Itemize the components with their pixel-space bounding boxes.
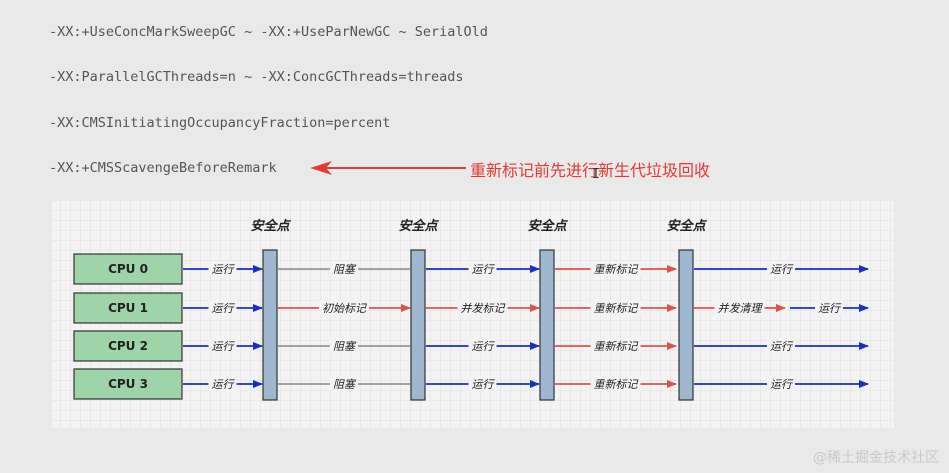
safepoint-bar-0 — [262, 249, 278, 401]
cpu-label-2: CPU 2 — [108, 339, 148, 353]
segment-label-bg-r2-s4 — [767, 338, 795, 353]
segment-label-r0-s3: 重新标记 — [594, 263, 639, 276]
segment-label-bg-r0-s3 — [590, 261, 641, 276]
cpu-box-2 — [73, 330, 183, 362]
segment-label-bg-r1-s1 — [319, 300, 369, 315]
cpu-label-1: CPU 1 — [108, 301, 148, 315]
segment-label-bg-r1-s0 — [208, 300, 237, 315]
code-line-4: -XX:+CMSScavengeBeforeRemark — [49, 160, 277, 176]
segment-label-bg-r0-s2 — [468, 261, 497, 276]
segment-label-r3-s2: 运行 — [472, 378, 496, 391]
safepoint-bar-3 — [678, 249, 694, 401]
segment-label-r1-s2: 并发标记 — [461, 302, 506, 315]
segment-label-r0-s4: 运行 — [770, 263, 794, 276]
segment-label-bg-r2-s1 — [330, 338, 358, 353]
segment-label-bg-r0-s0 — [208, 261, 237, 276]
segment-label-r1-s4: 并发清理 — [718, 302, 764, 315]
annotation-arrow-head — [310, 161, 332, 175]
segment-label-r2-s3: 重新标记 — [594, 340, 639, 353]
segment-label-bg-r1-s3 — [590, 300, 641, 315]
segment-label-r1-s3: 重新标记 — [594, 302, 639, 315]
segment-label-r0-s2: 运行 — [472, 263, 496, 276]
segment-label-bg-r2-s0 — [208, 338, 237, 353]
cpu-box-1 — [73, 292, 183, 324]
segment-label-r1-s0: 运行 — [212, 302, 236, 315]
segment-label-r2-s1: 阻塞 — [333, 340, 357, 353]
segment-label-bg-r1-s4 — [714, 300, 765, 315]
annotation-text: 重新标记前先进行新生代垃圾回收 — [470, 161, 711, 180]
segment-label-bg-r2-s2 — [468, 338, 497, 353]
segment-label-r3-s1: 阻塞 — [333, 378, 357, 391]
segment-label-bg-r1-s2 — [457, 300, 508, 315]
watermark: @稀土掘金技术社区 — [813, 450, 939, 466]
cpu-box-0 — [73, 253, 183, 285]
segment-label-r0-s0: 运行 — [212, 263, 236, 276]
segment-label-bg-r3-s4 — [767, 376, 795, 391]
segment-label-bg-r3-s0 — [208, 376, 237, 391]
cpu-label-3: CPU 3 — [108, 377, 148, 391]
segment-label-r2-s2: 运行 — [472, 340, 496, 353]
segment-label-bg-r3-s3 — [590, 376, 641, 391]
segment-label-r3-s0: 运行 — [212, 378, 236, 391]
safepoint-label-2: 安全点 — [527, 218, 568, 234]
segment-label-r2-s4: 运行 — [770, 340, 794, 353]
segment-label-bg-r3-s1 — [330, 376, 358, 391]
safepoint-label-3: 安全点 — [666, 218, 707, 234]
segment-label-bg-r0-s1 — [330, 261, 358, 276]
segment-label-r3-s4: 运行 — [770, 378, 794, 391]
code-line-3: -XX:CMSInitiatingOccupancyFraction=perce… — [49, 115, 391, 131]
segment-label-bg-r3-s2 — [468, 376, 497, 391]
safepoint-label-0: 安全点 — [250, 218, 291, 234]
safepoint-bar-1 — [410, 249, 426, 401]
cpu-box-3 — [73, 368, 183, 400]
segment-label-r2-s0: 运行 — [212, 340, 236, 353]
segment-label-r1-s1: 初始标记 — [322, 302, 367, 315]
text-cursor-icon: I — [592, 167, 600, 182]
safepoint-label-1: 安全点 — [398, 218, 439, 234]
code-line-2: -XX:ParallelGCThreads=n ~ -XX:ConcGCThre… — [49, 69, 464, 85]
segment-label-bg-r1-s5 — [815, 300, 843, 315]
cpu-label-0: CPU 0 — [108, 262, 148, 276]
segment-label-r0-s1: 阻塞 — [333, 263, 357, 276]
segment-label-bg-r0-s4 — [767, 261, 795, 276]
segment-label-r3-s3: 重新标记 — [594, 378, 639, 391]
safepoint-bar-2 — [539, 249, 555, 401]
segment-label-r1-s5: 运行 — [818, 302, 842, 315]
segment-label-bg-r2-s3 — [590, 338, 641, 353]
code-line-1: -XX:+UseConcMarkSweepGC ~ -XX:+UseParNew… — [49, 24, 488, 40]
